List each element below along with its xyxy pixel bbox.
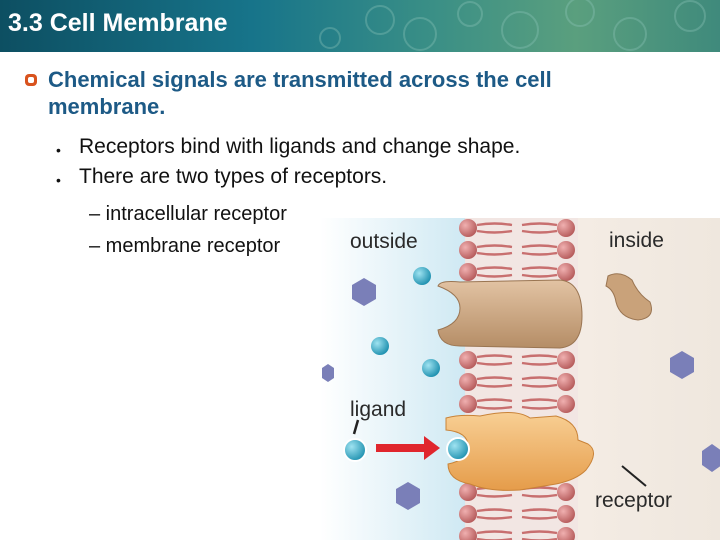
lipid-head <box>459 483 477 501</box>
lipid-tail <box>476 266 513 271</box>
bullet-icon <box>25 74 37 86</box>
bullet-dot: • <box>56 172 61 188</box>
outside-label: outside <box>350 230 418 253</box>
lipid-tail <box>521 493 558 498</box>
lipid-tail <box>476 222 513 227</box>
hexagons <box>322 278 720 510</box>
sub-item-membrane: – membrane receptor <box>89 235 281 257</box>
lipid-tail <box>476 251 513 256</box>
lipid-tail <box>521 354 558 359</box>
intracellular-receptor <box>437 279 583 349</box>
lipid-head <box>557 483 575 501</box>
lipid-tail <box>521 222 558 227</box>
lipid-head <box>557 351 575 369</box>
lipid-head <box>459 351 477 369</box>
lipid-tail <box>476 405 513 410</box>
lipid-tail <box>521 530 558 535</box>
bullet-receptors-bind: Receptors bind with ligands and change s… <box>79 135 521 158</box>
membrane-diagram: outside inside ligand receptor <box>320 218 720 540</box>
lipid-head <box>459 505 477 523</box>
inside-region <box>578 218 720 540</box>
lipid-head <box>459 527 477 540</box>
lipid-tail <box>521 405 558 410</box>
lipid-tail <box>476 515 513 520</box>
lipid-tail <box>521 508 558 513</box>
lipid-tail <box>476 537 513 540</box>
lipid-tail <box>521 361 558 366</box>
slide-header: 3.3 Cell Membrane <box>0 0 720 52</box>
lipid-head <box>557 373 575 391</box>
lipid-tail <box>521 229 558 234</box>
bullet-two-types: There are two types of receptors. <box>79 165 388 188</box>
lipid-tail <box>521 376 558 381</box>
sub-item-intracellular: – intracellular receptor <box>89 203 287 225</box>
lipid-heads <box>459 219 575 540</box>
lipid-head <box>557 527 575 540</box>
outside-region <box>320 218 465 540</box>
lipid-head <box>459 241 477 259</box>
lipid-tail <box>476 398 513 403</box>
ligand-pointer <box>352 419 360 435</box>
lipid-tail <box>521 273 558 278</box>
lipid-tail <box>521 515 558 520</box>
lipid-head <box>557 395 575 413</box>
lipid-tail <box>476 229 513 234</box>
main-point: Chemical signals are transmitted across … <box>48 67 552 119</box>
free-ligand-shape <box>605 273 652 321</box>
lipid-tail <box>521 251 558 256</box>
lipid-head <box>459 395 477 413</box>
inside-label: inside <box>609 229 664 252</box>
bullet-dot: • <box>56 142 61 158</box>
lipid-head <box>459 263 477 281</box>
ligand-label: ligand <box>350 398 406 421</box>
header-texture <box>319 0 706 51</box>
lipid-tail <box>476 493 513 498</box>
arrow-icon <box>376 436 440 460</box>
lipid-head <box>459 219 477 237</box>
lipid-tail <box>476 361 513 366</box>
lipid-tail <box>521 383 558 388</box>
lipid-tail <box>521 398 558 403</box>
receptor-label: receptor <box>595 489 672 512</box>
lipid-tail <box>521 537 558 540</box>
lipid-tail <box>476 508 513 513</box>
lipid-tail <box>476 376 513 381</box>
lipid-head <box>557 505 575 523</box>
lipid-tail <box>476 244 513 249</box>
lipid-tail <box>521 244 558 249</box>
lipid-head <box>557 219 575 237</box>
ligands <box>343 267 440 462</box>
lipid-tail <box>476 273 513 278</box>
lipid-tail <box>476 383 513 388</box>
bound-ligand <box>446 437 470 461</box>
lipid-head <box>557 241 575 259</box>
receptor-pointer <box>621 465 647 487</box>
lipid-tail <box>521 266 558 271</box>
lipid-tail <box>476 354 513 359</box>
lipid-tail <box>476 530 513 535</box>
slide-title: 3.3 Cell Membrane <box>8 9 228 37</box>
lipid-head <box>557 263 575 281</box>
lipid-head <box>459 373 477 391</box>
